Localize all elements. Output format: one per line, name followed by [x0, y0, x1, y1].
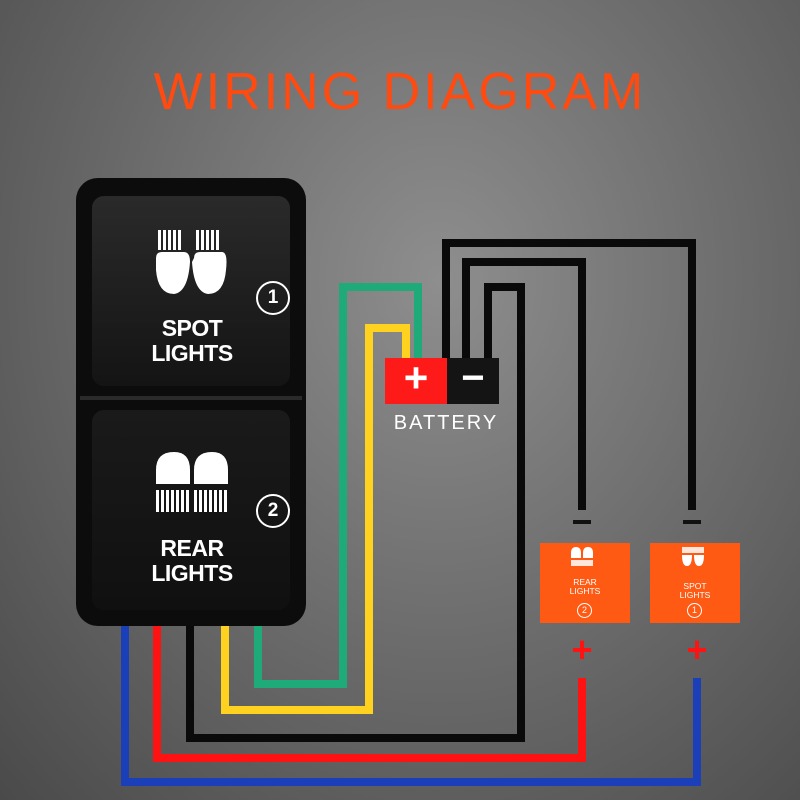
- page-title: WIRING DIAGRAM: [153, 63, 647, 121]
- module-2-negative-mark: [573, 520, 591, 524]
- battery-positive-terminal: [385, 358, 447, 404]
- rear-lights-icon: [156, 452, 228, 512]
- module-spot-label-line1: SPOT: [683, 581, 707, 591]
- module-spot-label-line2: LIGHTS: [679, 590, 711, 600]
- wire-green: [254, 283, 422, 688]
- switch-top-rocker[interactable]: [92, 196, 290, 386]
- module-spot-positive-sign: +: [686, 629, 708, 670]
- wire-black-middle: [462, 258, 586, 510]
- wire-blue: [121, 620, 701, 786]
- switch-top-label-line1: SPOT: [161, 315, 223, 341]
- wire-black-outer: [442, 239, 696, 510]
- wire-red: [153, 620, 586, 762]
- module-rear-label-line2: LIGHTS: [569, 586, 601, 596]
- battery-positive-sign: +: [403, 354, 429, 401]
- switch-divider: [80, 396, 302, 400]
- spot-lights-icon: [156, 230, 227, 294]
- switch-bottom-label: REAR LIGHTS: [130, 536, 254, 586]
- spot-lights-icon: [682, 547, 704, 566]
- switch-bottom-number: 2: [256, 494, 290, 528]
- battery-negative-sign: −: [461, 356, 485, 400]
- switch-top-number: 1: [256, 281, 290, 315]
- module-spot-number: 1: [687, 603, 702, 618]
- module-1-negative-mark: [683, 520, 701, 524]
- switch-top-label: SPOT LIGHTS: [130, 316, 254, 366]
- module-rear-label: REAR LIGHTS: [540, 578, 630, 596]
- wire-black-ground: [186, 283, 525, 742]
- battery-negative-terminal: [447, 358, 499, 404]
- switch-bottom-label-line2: LIGHTS: [151, 560, 233, 586]
- module-spot-label: SPOT LIGHTS: [650, 582, 740, 600]
- battery-label: BATTERY: [393, 412, 499, 434]
- switch-bottom-rocker[interactable]: [92, 410, 290, 610]
- switch-top-label-line2: LIGHTS: [151, 340, 233, 366]
- wire-yellow: [221, 324, 410, 714]
- switch-bottom-label-line1: REAR: [160, 535, 224, 561]
- module-rear-label-line1: REAR: [573, 577, 597, 587]
- module-rear-number: 2: [577, 603, 592, 618]
- rear-lights-icon: [571, 547, 593, 566]
- module-rear-positive-sign: +: [571, 629, 593, 670]
